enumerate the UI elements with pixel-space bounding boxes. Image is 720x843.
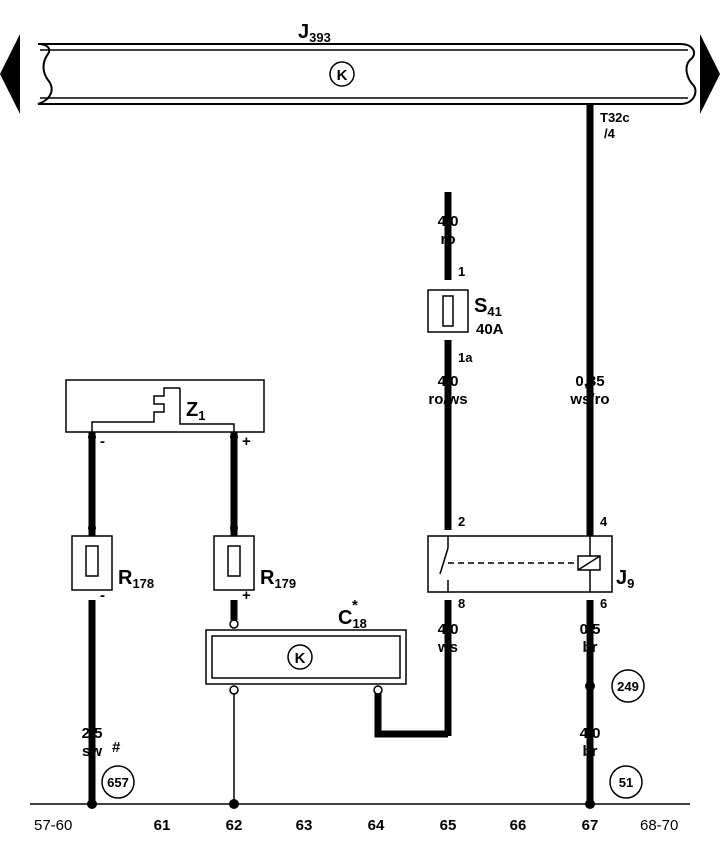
wire-label-s41-in-color: ro: [441, 231, 456, 248]
z1-label: Z1: [186, 399, 205, 423]
resistor-r178: [71, 524, 113, 591]
r179-plus-sign: +: [242, 587, 251, 604]
s41-pin-out: 1a: [458, 350, 473, 365]
ref-657: 657: [101, 765, 135, 799]
r178-minus-sign: -: [100, 587, 105, 604]
j393-ground-symbol: K: [337, 67, 348, 84]
footer-track-66: 66: [510, 817, 527, 834]
wire-label-s41-out-gauge: 4,0: [438, 373, 459, 390]
footer-track-65: 65: [440, 817, 457, 834]
wire-label-r178-gauge: 2,5: [82, 725, 103, 742]
s41-label: S41: [474, 295, 502, 319]
j9-label: J9: [616, 567, 634, 591]
svg-text:51: 51: [619, 775, 633, 790]
c18-ground-symbol-circle: [287, 644, 313, 670]
j9-pin-8: 8: [458, 596, 465, 611]
wire-label-j393-color: ws/ro: [569, 391, 609, 408]
footer-track-67: 67: [582, 817, 599, 834]
footer-track-64: 64: [368, 817, 385, 834]
j393-label: J393: [298, 21, 331, 45]
footer-track-62: 62: [226, 817, 243, 834]
wire-label-r178-mark: #: [112, 739, 121, 756]
wire-label-j9-6-gauge: 0,5: [580, 621, 601, 638]
c18-ground-symbol: K: [295, 650, 306, 667]
j393-ground-symbol-circle: [329, 61, 355, 87]
footer-track-63: 63: [296, 817, 313, 834]
r178-label: R178: [118, 567, 154, 591]
fuse-s41: [427, 289, 469, 333]
c18-label: C18: [338, 607, 367, 631]
wire-label-ground51-color: br: [583, 743, 598, 760]
z1-plus-sign: +: [242, 433, 251, 450]
capacitor-c18: K: [205, 619, 407, 695]
ground-bus: [30, 799, 690, 809]
resistor-r179: [213, 524, 255, 591]
j9-pin-2: 2: [458, 514, 465, 529]
footer-left-range: 57-60: [34, 817, 72, 834]
z1-minus-sign: -: [100, 433, 105, 450]
svg-text:657: 657: [107, 775, 129, 790]
j9-pin-6: 6: [600, 596, 607, 611]
j393-bus-bar: K: [0, 34, 720, 114]
wire-label-j9-6-color: br: [583, 639, 598, 656]
ref-51: 51: [609, 765, 643, 799]
z1-heater: [65, 379, 265, 441]
s41-pin-in: 1: [458, 264, 465, 279]
relay-j9: [427, 535, 613, 593]
j9-pin-4: 4: [600, 514, 608, 529]
wire-label-s41-out-color: ro/ws: [428, 391, 467, 408]
wire-label-ground51-gauge: 4,0: [580, 725, 601, 742]
r179-label: R179: [260, 567, 296, 591]
c18-mark: *: [352, 597, 358, 614]
j393-connector-pin: /4: [604, 126, 616, 141]
ref-249: 249: [585, 669, 645, 703]
wire-label-j9-8-color: ws: [437, 639, 458, 656]
svg-text:249: 249: [617, 679, 639, 694]
wire-label-r178-color: sw: [82, 743, 102, 760]
wire-label-s41-in-gauge: 4,0: [438, 213, 459, 230]
s41-rating: 40A: [476, 321, 504, 338]
footer-track-61: 61: [154, 817, 171, 834]
wire-label-j9-8-gauge: 4,0: [438, 621, 459, 638]
wire-label-j393-gauge: 0,35: [575, 373, 604, 390]
footer-right-range: 68-70: [640, 817, 678, 834]
j393-connector-label: T32c: [600, 110, 630, 125]
wire-c18-to-j9: [374, 690, 448, 738]
